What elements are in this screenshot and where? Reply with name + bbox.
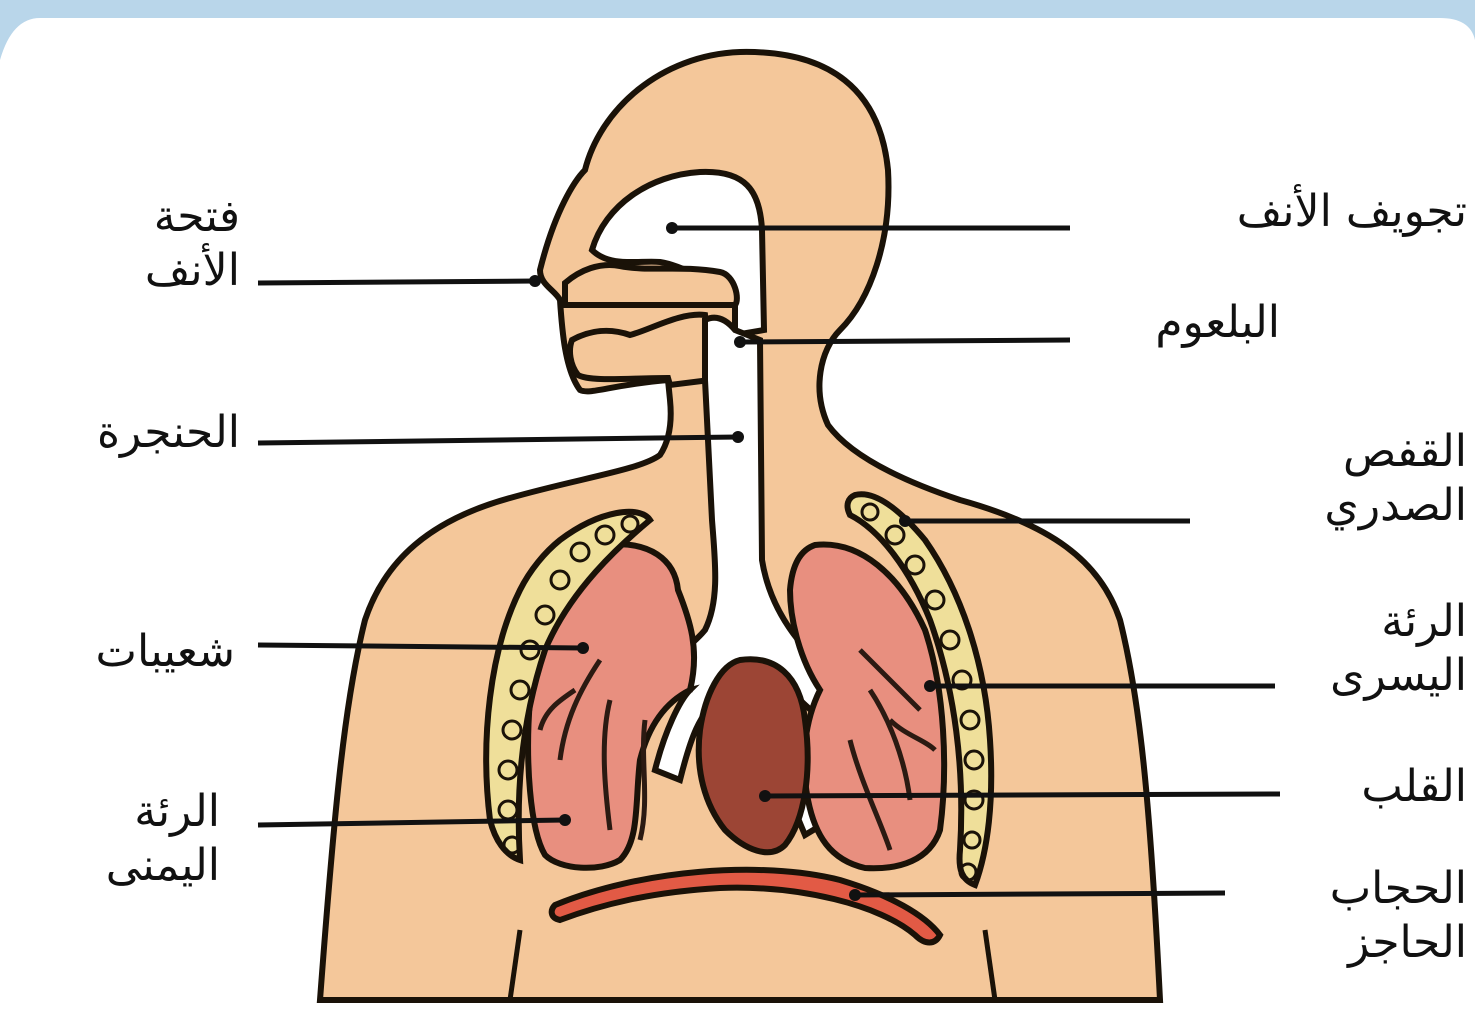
label-right-lung: الرئة اليمنى	[106, 785, 220, 893]
label-left-lung-line1: الرئة	[1330, 595, 1467, 649]
label-right-lung-line2: اليمنى	[106, 839, 220, 893]
label-diaphragm: الحجاب الحاجز	[1330, 862, 1467, 970]
mouth-upper	[565, 265, 737, 305]
label-pharynx: البلعوم	[1155, 296, 1280, 350]
label-left-lung-line2: اليسرى	[1330, 649, 1467, 703]
label-larynx: الحنجرة	[97, 406, 240, 460]
label-nostril-line1: فتحة	[145, 190, 240, 244]
label-nostril: فتحة الأنف	[145, 190, 240, 298]
label-nasal-cavity-text: تجويف الأنف	[1237, 185, 1467, 239]
label-diaphragm-line2: الحاجز	[1330, 916, 1467, 970]
label-left-lung: الرئة اليسرى	[1330, 595, 1467, 703]
label-larynx-text: الحنجرة	[97, 406, 240, 460]
label-bronchioles-text: شعيبات	[96, 625, 235, 679]
label-nostril-line2: الأنف	[145, 244, 240, 298]
label-heart-text: القلب	[1361, 760, 1467, 814]
label-diaphragm-line1: الحجاب	[1330, 862, 1467, 916]
label-rib-cage: القفص الصدري	[1324, 425, 1467, 533]
label-pharynx-text: البلعوم	[1155, 296, 1280, 350]
label-bronchioles: شعيبات	[96, 625, 235, 679]
label-heart: القلب	[1361, 760, 1467, 814]
label-nasal-cavity: تجويف الأنف	[1237, 185, 1467, 239]
label-rib-cage-line2: الصدري	[1324, 479, 1467, 533]
label-right-lung-line1: الرئة	[106, 785, 220, 839]
label-rib-cage-line1: القفص	[1324, 425, 1467, 479]
